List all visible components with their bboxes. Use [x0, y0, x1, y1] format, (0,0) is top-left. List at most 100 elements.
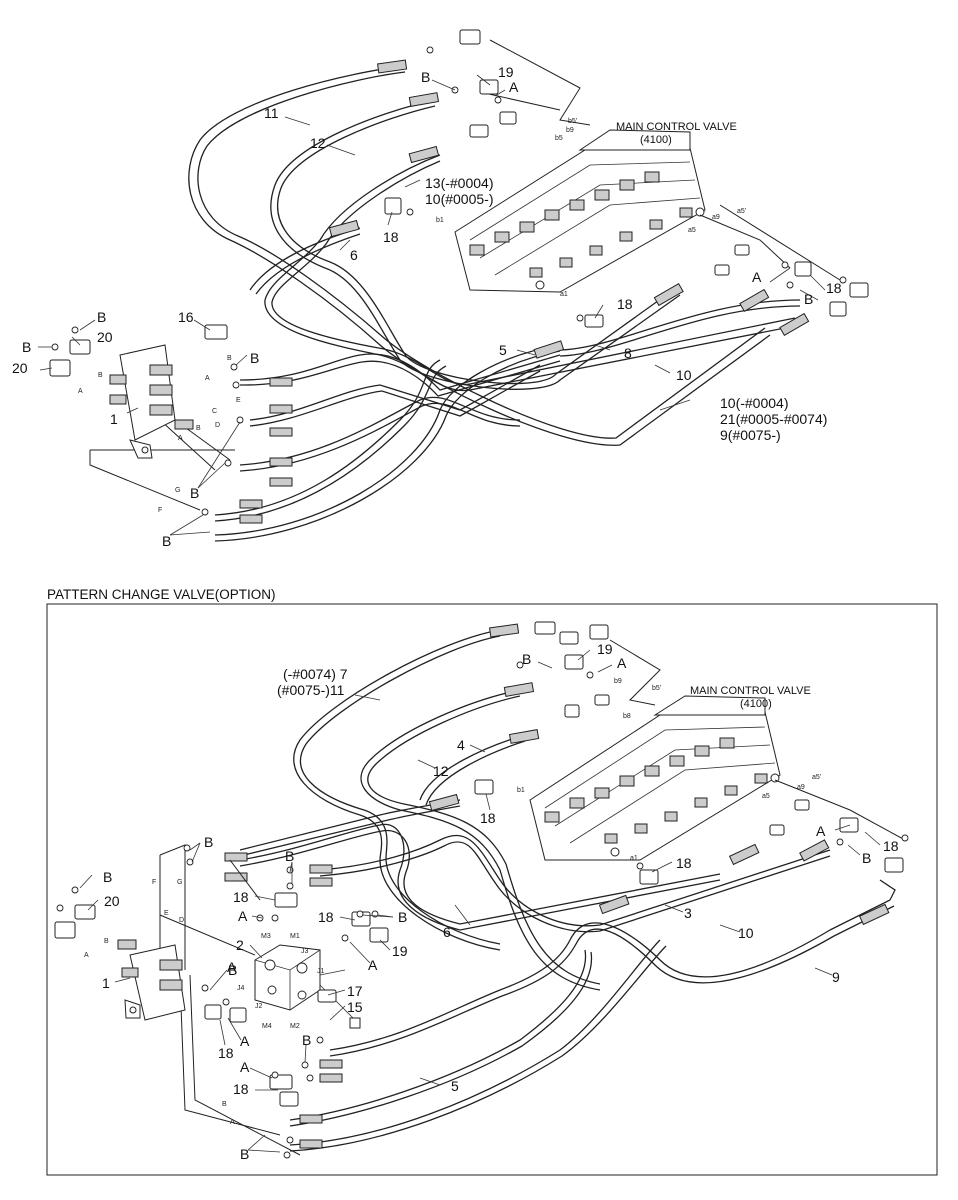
hoses-bottom — [239, 629, 896, 1152]
svg-text:a9: a9 — [797, 784, 805, 791]
callout-a2-top: A — [752, 269, 762, 285]
svg-text:a5': a5' — [812, 774, 821, 781]
callout-18e-bottom: 18 — [318, 909, 334, 925]
svg-text:C: C — [212, 408, 217, 415]
callout-6-bottom: 6 — [443, 924, 451, 940]
svg-text:J3: J3 — [301, 948, 309, 955]
callout-10b-top: 10(#0005-) — [425, 191, 494, 207]
mcv-title-bottom: MAIN CONTROL VALVE — [690, 685, 811, 697]
callout-6-top: 6 — [350, 247, 358, 263]
svg-text:E: E — [236, 397, 241, 404]
svg-text:b5': b5' — [568, 118, 577, 125]
callout-5-bottom: 5 — [451, 1078, 459, 1094]
callout-a1-bottom: A — [617, 655, 627, 671]
svg-text:F: F — [152, 879, 156, 886]
callout-b8-bottom: B — [228, 962, 237, 978]
section-title-pattern-change: PATTERN CHANGE VALVE(OPTION) — [47, 587, 276, 602]
svg-text:a1: a1 — [630, 855, 638, 862]
pattern-change-valve — [254, 944, 361, 1029]
callout-9-bottom: 9 — [832, 969, 840, 985]
callout-b7-top: B — [162, 533, 171, 549]
mcv-code-top: (4100) — [640, 134, 672, 146]
svg-text:F: F — [158, 507, 162, 514]
callout-18c-bottom: 18 — [676, 855, 692, 871]
callout-b5-bottom: B — [398, 909, 407, 925]
svg-text:b1: b1 — [517, 787, 525, 794]
svg-text:a9: a9 — [712, 214, 720, 221]
main-control-valve-top — [454, 129, 706, 293]
callout-13-top: 13(-#0004) — [425, 175, 494, 191]
callout-10x-top: 10(-#0004) — [720, 395, 789, 411]
callout-3-bottom: 3 — [684, 905, 692, 921]
callout-b9-bottom: B — [240, 1146, 249, 1162]
hoses-top — [188, 65, 801, 542]
svg-text:J2: J2 — [255, 1003, 263, 1010]
callout-18b-top: 18 — [617, 296, 633, 312]
callout-b7-bottom: B — [302, 1032, 311, 1048]
callout-10-top: 10 — [676, 367, 692, 383]
connector-lines-top — [89, 39, 841, 511]
callout-12-bottom: 12 — [433, 763, 449, 779]
svg-text:B: B — [104, 938, 109, 945]
callout-b1-top: B — [421, 69, 430, 85]
svg-text:a5: a5 — [762, 793, 770, 800]
callout-20b-top: 20 — [12, 360, 28, 376]
callout-1-bottom: 1 — [102, 975, 110, 991]
callout-b2-bottom: B — [862, 850, 871, 866]
svg-text:B: B — [222, 1101, 227, 1108]
callout-20-bottom: 20 — [104, 893, 120, 909]
svg-text:E: E — [164, 910, 169, 917]
port-labels-bottom: b9 b5' b8 b1 a1 a5' a9 a5 M3 M1 J3 J1 J4… — [84, 678, 821, 1126]
callout-leaders-top — [38, 74, 826, 536]
callout-b3-bottom: B — [204, 834, 213, 850]
svg-text:G: G — [177, 879, 182, 886]
callout-7-bottom: (-#0074) 7 — [283, 666, 348, 682]
svg-text:M2: M2 — [290, 1023, 300, 1030]
callout-1-top: 1 — [110, 411, 118, 427]
callout-16-top: 16 — [178, 309, 194, 325]
svg-text:b1: b1 — [436, 217, 444, 224]
hose-fittings-top — [239, 59, 810, 524]
fittings-top — [49, 29, 869, 516]
callout-5-top: 5 — [499, 342, 507, 358]
callout-10-bottom: 10 — [738, 925, 754, 941]
callout-a5-bottom: A — [227, 959, 237, 975]
callout-b6-top: B — [190, 485, 199, 501]
callout-8-top: 8 — [624, 345, 632, 361]
svg-text:J4: J4 — [237, 985, 245, 992]
svg-text:A: A — [230, 1119, 235, 1126]
svg-text:b9: b9 — [566, 127, 574, 134]
callout-18d-bottom: 18 — [233, 889, 249, 905]
callouts-top: MAIN CONTROL VALVE (4100) 11 12 19 A B 1… — [12, 64, 842, 549]
callout-a3-bottom: A — [238, 908, 248, 924]
callout-15-bottom: 15 — [347, 999, 363, 1015]
callout-a6-bottom: A — [240, 1033, 250, 1049]
callout-17-bottom: 17 — [347, 983, 363, 999]
callout-b1-bottom: B — [522, 651, 531, 667]
callout-18a-top: 18 — [383, 229, 399, 245]
mcv-code-bottom: (4100) — [740, 698, 772, 710]
svg-text:a5': a5' — [737, 208, 746, 215]
svg-text:A: A — [84, 952, 89, 959]
callout-18f-bottom: 18 — [218, 1045, 234, 1061]
pilot-block-bottom — [117, 939, 186, 1021]
callout-18c-top: 18 — [826, 280, 842, 296]
callout-18b-bottom: 18 — [883, 838, 899, 854]
callout-18a-bottom: 18 — [480, 810, 496, 826]
callout-b6-bottom: B — [103, 869, 112, 885]
callout-a4-bottom: A — [368, 957, 378, 973]
svg-text:M4: M4 — [262, 1023, 272, 1030]
svg-text:b5: b5 — [555, 135, 563, 142]
callout-leaders-bottom — [79, 649, 881, 1153]
callout-21-top: 21(#0005-#0074) — [720, 411, 827, 427]
svg-text:B: B — [196, 425, 201, 432]
callout-4-bottom: 4 — [457, 737, 465, 753]
callout-b5-top: B — [804, 291, 813, 307]
svg-text:A: A — [178, 435, 183, 442]
svg-text:D: D — [215, 422, 220, 429]
svg-text:M1: M1 — [290, 933, 300, 940]
callout-19a-bottom: 19 — [597, 641, 613, 657]
callout-19-top: 19 — [498, 64, 514, 80]
callout-a1-top: A — [509, 79, 519, 95]
